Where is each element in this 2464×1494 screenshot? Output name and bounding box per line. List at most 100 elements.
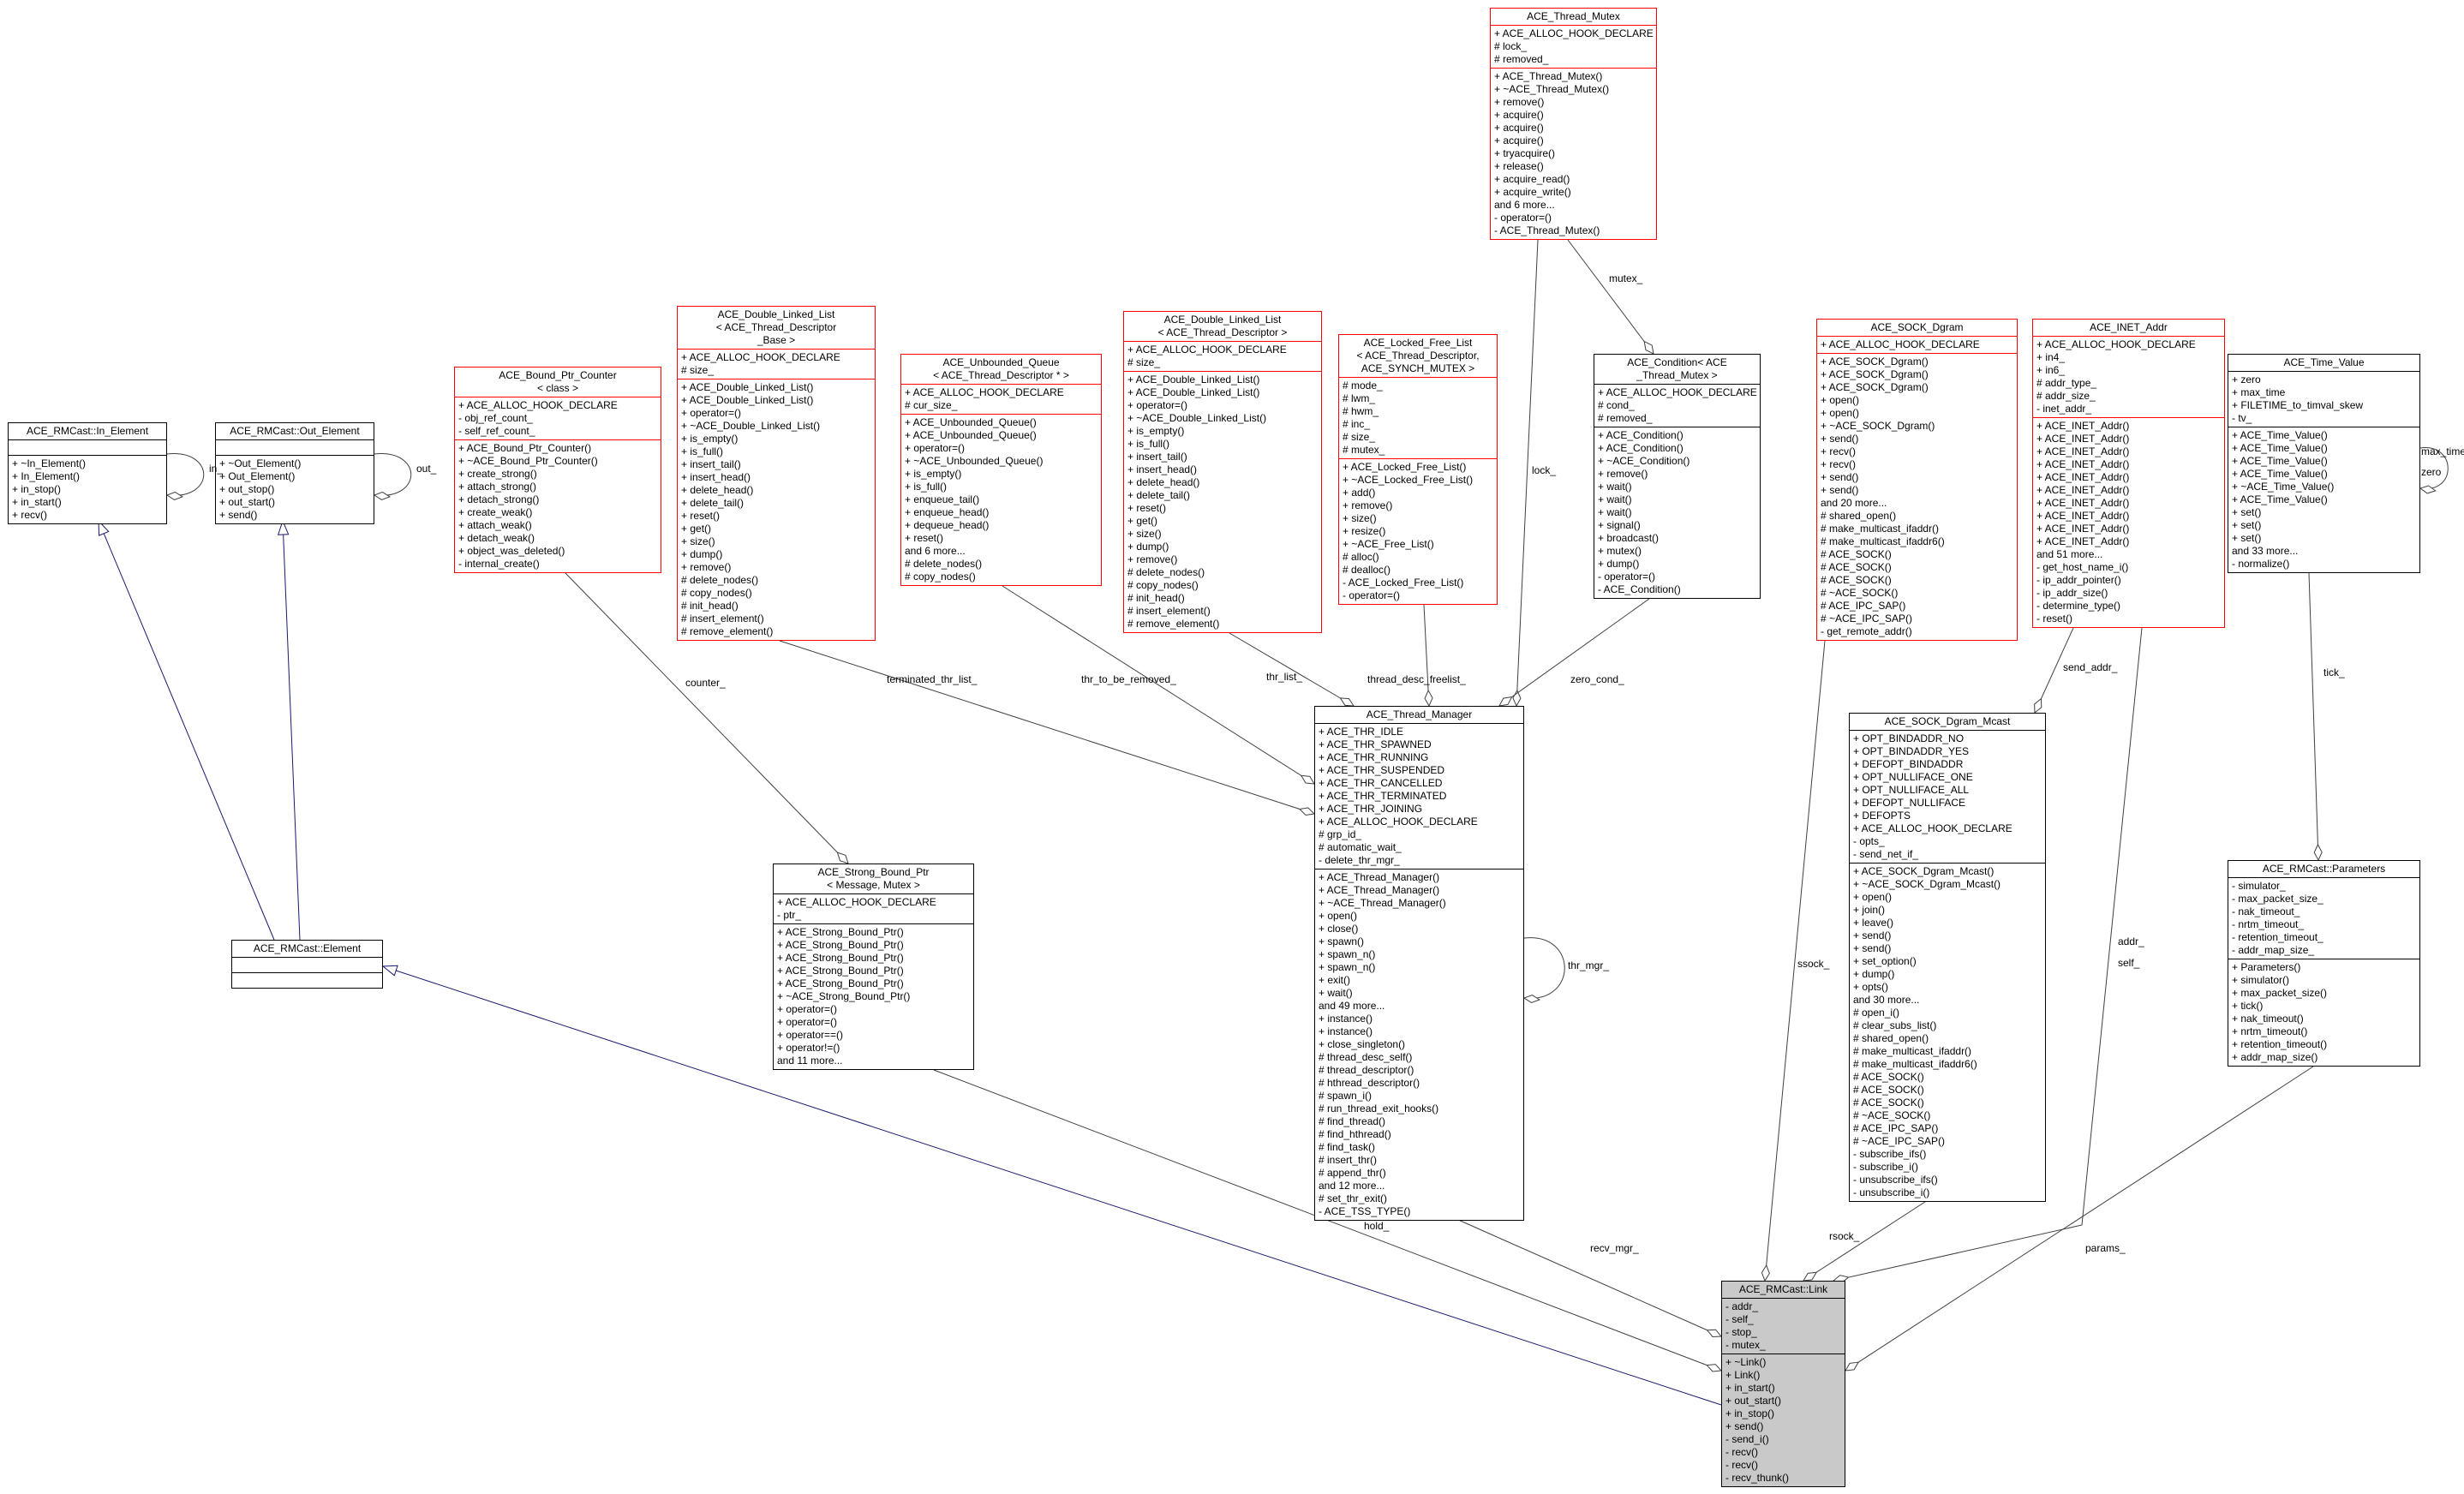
class-methods-compartment: + ACE_Thread_Mutex()+ ~ACE_Thread_Mutex(… xyxy=(1491,68,1656,239)
method-row: + ACE_Condition() xyxy=(1598,429,1684,441)
method-row: + ACE_INET_Addr() xyxy=(2036,420,2130,432)
method-row: + ~ACE_Thread_Manager() xyxy=(1319,897,1446,909)
method-row: # ~ACE_IPC_SAP() xyxy=(1853,1135,1946,1147)
class-title-line: < ACE_Thread_Descriptor, xyxy=(1356,350,1480,362)
method-row: + delete_tail() xyxy=(681,497,745,509)
class-methods-compartment: + ~In_Element()+ In_Element()+ in_stop()… xyxy=(9,455,166,523)
method-row: + reset() xyxy=(1127,502,1167,514)
attribute-row: + DEFOPTS xyxy=(1853,810,1911,822)
method-row: - ACE_Locked_Free_List() xyxy=(1343,577,1464,589)
class-title-line: ACE_RMCast::Element xyxy=(253,942,362,954)
method-row: - operator=() xyxy=(1343,589,1401,601)
method-row: + operator!=() xyxy=(777,1042,840,1054)
method-row: + ACE_Unbounded_Queue() xyxy=(905,429,1037,441)
method-row: + dump() xyxy=(1127,541,1169,553)
attribute-row: - addr_ xyxy=(1725,1300,1759,1312)
method-row: + remove() xyxy=(1494,96,1545,108)
class-box-ace-rmcast-element[interactable]: ACE_RMCast::Element xyxy=(231,940,383,989)
method-row: - recv_thunk() xyxy=(1725,1472,1790,1484)
attribute-row: # addr_type_ xyxy=(2036,377,2097,389)
edge-label: mutex_ xyxy=(1609,272,1643,284)
method-row: + ~ACE_Unbounded_Queue() xyxy=(905,455,1044,467)
method-row: + open() xyxy=(1319,910,1358,922)
attribute-row: - stop_ xyxy=(1725,1326,1757,1338)
class-box-ace-bound-ptr-counter[interactable]: ACE_Bound_Ptr_Counter< class >+ ACE_ALLO… xyxy=(454,367,661,573)
class-box-ace-double-linked-list-base[interactable]: ACE_Double_Linked_List< ACE_Thread_Descr… xyxy=(677,306,876,641)
edge-label: max_time xyxy=(2421,445,2464,457)
attribute-row: + OPT_NULLIFACE_ALL xyxy=(1853,784,1970,796)
attribute-row: + ACE_THR_IDLE xyxy=(1319,726,1404,738)
attribute-row: - tv_ xyxy=(2232,412,2252,424)
method-row: + signal() xyxy=(1598,519,1641,531)
method-row: + delete_head() xyxy=(681,484,754,496)
class-attrs-compartment: - addr_- self_- stop_- mutex_ xyxy=(1722,1298,1845,1354)
class-box-ace-strong-bound-ptr[interactable]: ACE_Strong_Bound_Ptr< Message, Mutex >+ … xyxy=(773,864,974,1070)
class-box-ace-double-linked-list-desc[interactable]: ACE_Double_Linked_List< ACE_Thread_Descr… xyxy=(1123,311,1322,633)
method-row: + ACE_Double_Linked_List() xyxy=(1127,374,1260,385)
attribute-row: + ACE_ALLOC_HOOK_DECLARE xyxy=(1494,27,1654,39)
member-edge xyxy=(1229,632,1355,707)
class-box-ace-rmcast-link[interactable]: ACE_RMCast::Link- addr_- self_- stop_- m… xyxy=(1721,1281,1845,1487)
method-row: + ACE_SOCK_Dgram() xyxy=(1821,381,1929,393)
attribute-row: - max_packet_size_ xyxy=(2232,893,2323,905)
method-row: + ACE_INET_Addr() xyxy=(2036,458,2130,470)
member-edge xyxy=(373,453,412,500)
method-row: + in_start() xyxy=(12,496,62,508)
method-row: + addr_map_size() xyxy=(2232,1051,2318,1063)
method-row: + retention_timeout() xyxy=(2232,1038,2328,1050)
method-row: + reset() xyxy=(905,532,944,544)
class-attrs-compartment: + ACE_ALLOC_HOOK_DECLARE xyxy=(1817,336,2017,353)
class-box-ace-rmcast-out-element[interactable]: ACE_RMCast::Out_Element+ ~Out_Element()+… xyxy=(215,422,374,524)
class-title-line: ACE_Bound_Ptr_Counter xyxy=(499,369,617,381)
method-row: + instance() xyxy=(1319,1013,1373,1025)
class-box-ace-sock-dgram-mcast[interactable]: ACE_SOCK_Dgram_Mcast+ OPT_BINDADDR_NO+ O… xyxy=(1849,713,2046,1202)
class-attrs-compartment: + zero+ max_time+ FILETIME_to_timval_ske… xyxy=(2228,371,2419,427)
method-row: + set() xyxy=(2232,506,2262,518)
class-methods-compartment: + ACE_INET_Addr() + ACE_INET_Addr() + ACE_… xyxy=(2033,417,2224,627)
method-row: # insert_element() xyxy=(681,613,764,624)
attribute-row: + in4_ xyxy=(2036,351,2066,363)
method-row: + ACE_Strong_Bound_Ptr() xyxy=(777,952,904,964)
class-box-ace-thread-mutex[interactable]: ACE_Thread_Mutex+ ACE_ALLOC_HOOK_DECLARE… xyxy=(1490,8,1657,240)
class-box-ace-inet-addr[interactable]: ACE_INET_Addr+ ACE_ALLOC_HOOK_DECLARE+ i… xyxy=(2032,319,2225,628)
method-row: + enqueue_head() xyxy=(905,506,990,518)
method-row: - recv() xyxy=(1725,1446,1758,1458)
method-row: - unsubscribe_i() xyxy=(1853,1186,1930,1198)
method-row: - ACE_Condition() xyxy=(1598,583,1681,595)
class-box-ace-locked-free-list[interactable]: ACE_Locked_Free_List< ACE_Thread_Descrip… xyxy=(1338,334,1498,605)
class-box-ace-rmcast-in-element[interactable]: ACE_RMCast::In_Element+ ~In_Element()+ I… xyxy=(8,422,167,524)
class-title: ACE_Thread_Manager xyxy=(1315,707,1523,723)
method-row: + wait() xyxy=(1598,481,1632,493)
method-row: # ACE_SOCK() xyxy=(1853,1084,1924,1096)
class-title-line: ACE_RMCast::Out_Element xyxy=(230,425,360,437)
method-row: + ACE_INET_Addr() xyxy=(2036,497,2130,509)
class-methods-compartment: + ACE_Unbounded_Queue()+ ACE_Unbounded_Q… xyxy=(901,414,1101,585)
edge-label: self_ xyxy=(2118,957,2140,969)
class-title: ACE_Unbounded_Queue< ACE_Thread_Descript… xyxy=(901,355,1101,384)
method-row: + recv() xyxy=(12,509,48,521)
class-attrs-compartment: # mode_# lwm_# hwm_# inc_# size_# mutex_ xyxy=(1339,377,1497,458)
method-row: + ~ACE_Free_List() xyxy=(1343,538,1434,550)
method-row: + instance() xyxy=(1319,1025,1373,1037)
class-box-ace-rmcast-parameters[interactable]: ACE_RMCast::Parameters- simulator_- max_… xyxy=(2228,860,2420,1067)
method-row: - subscribe_ifs() xyxy=(1853,1148,1927,1160)
class-box-ace-condition[interactable]: ACE_Condition< ACE_Thread_Mutex >+ ACE_A… xyxy=(1594,354,1761,599)
class-box-ace-unbounded-queue[interactable]: ACE_Unbounded_Queue< ACE_Thread_Descript… xyxy=(900,354,1102,586)
method-row: + set() xyxy=(2232,519,2262,531)
class-box-ace-thread-manager[interactable]: ACE_Thread_Manager+ ACE_THR_IDLE+ ACE_TH… xyxy=(1314,706,1524,1221)
class-title-line: ACE_Double_Linked_List xyxy=(717,308,835,320)
method-row: # make_multicast_ifaddr() xyxy=(1853,1045,1972,1057)
edge-label: recv_mgr_ xyxy=(1590,1242,1639,1254)
method-row: + open() xyxy=(1821,407,1860,419)
class-methods-compartment: + ~Out_Element()+ Out_Element()+ out_sto… xyxy=(216,455,374,523)
attribute-row: + DEFOPT_NULLIFACE xyxy=(1853,797,1966,809)
method-row: # append_thr() xyxy=(1319,1167,1386,1179)
method-row: + ~ACE_SOCK_Dgram_Mcast() xyxy=(1853,878,2001,890)
method-row: + wait() xyxy=(1319,987,1353,999)
class-box-ace-sock-dgram[interactable]: ACE_SOCK_Dgram+ ACE_ALLOC_HOOK_DECLARE+ … xyxy=(1816,319,2018,641)
method-row: # ACE_SOCK() xyxy=(1821,548,1892,560)
method-row: + ~ACE_Strong_Bound_Ptr() xyxy=(777,990,911,1002)
method-row: + acquire() xyxy=(1494,122,1544,134)
class-box-ace-time-value[interactable]: ACE_Time_Value+ zero+ max_time+ FILETIME… xyxy=(2228,354,2420,573)
class-attrs-compartment: + ACE_ALLOC_HOOK_DECLARE# size_ xyxy=(1124,341,1321,371)
